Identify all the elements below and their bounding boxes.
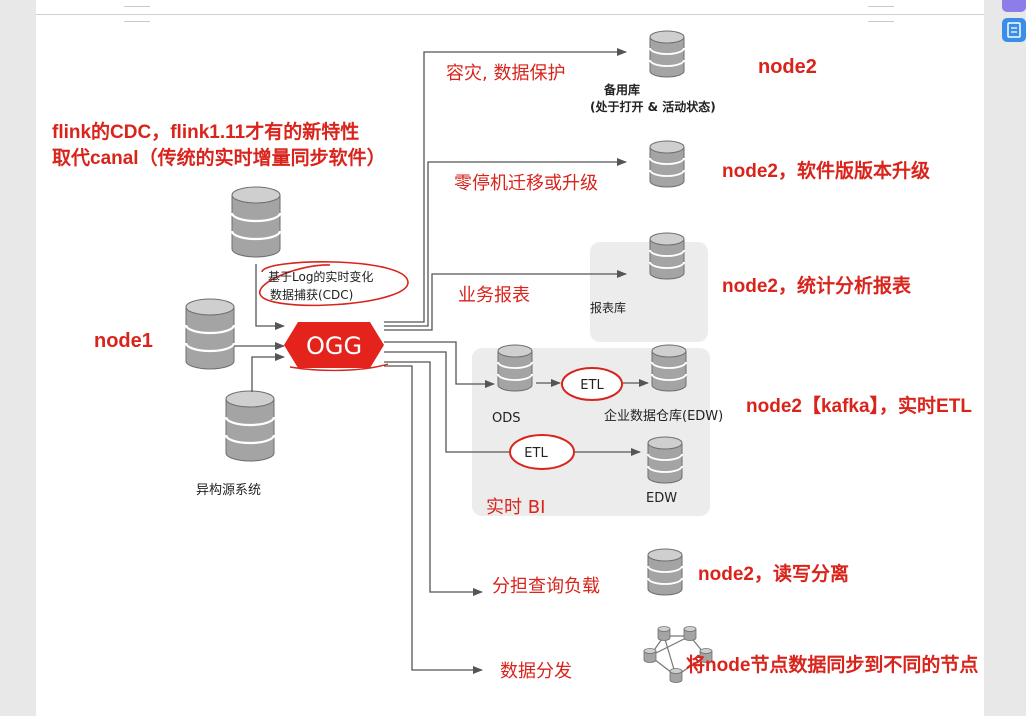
source-db-cdc [230, 185, 282, 259]
cdc-label-line2: 数据捕获(CDC) [270, 288, 354, 302]
backup-db-label-line2: (处于打开 & 活动状态) [590, 100, 716, 114]
page-top-border [36, 14, 984, 15]
source-db-hetero [224, 389, 276, 463]
edw-label: EDW [646, 491, 678, 506]
use-migrate-label: 零停机迁移或升级 [454, 173, 598, 194]
hetero-source-label: 异构源系统 [196, 483, 262, 498]
note-rw-node: node2，读写分离 [698, 564, 849, 585]
ogg-label: OGG [306, 332, 362, 360]
report-panel [590, 242, 708, 342]
connector-query [384, 361, 483, 596]
connector-dist [384, 365, 483, 674]
edw-warehouse-label: 企业数据仓库(EDW) [604, 409, 724, 424]
side-translate-button[interactable] [1002, 18, 1026, 42]
translate-icon [1007, 22, 1021, 38]
etl-ellipse-1 [561, 367, 623, 401]
query-db [647, 548, 683, 596]
note-cdc-line1: flink的CDC，flink1.11才有的新特性 [52, 122, 360, 143]
report-db [649, 232, 685, 280]
note-node1: node1 [94, 330, 153, 352]
page-corner-mark-right [868, 6, 894, 22]
note-dist-node: 将node节点数据同步到不同的节点 [686, 655, 979, 676]
backup-db [649, 30, 685, 78]
distribution-cluster-icon [643, 626, 713, 683]
report-db-label: 报表库 [590, 301, 627, 315]
note-cdc-line2: 取代canal（传统的实时增量同步软件） [52, 148, 386, 169]
note-report-node: node2，统计分析报表 [722, 276, 911, 297]
note-upgrade-node: node2，软件版版本升级 [722, 161, 930, 182]
migrate-db [649, 140, 685, 188]
connector-migrate [384, 158, 627, 327]
use-disaster-label: 容灾, 数据保护 [446, 63, 566, 84]
backup-db-label-line1: 备用库 [604, 83, 641, 97]
etl-label-2: ETL [524, 446, 548, 461]
note-backup-node: node2 [758, 56, 817, 78]
cdc-annotation-circle [259, 261, 409, 307]
ods-db [497, 344, 533, 392]
use-report-label: 业务报表 [458, 285, 530, 306]
connector-disaster [384, 48, 627, 323]
connector-cdc-ogg [255, 264, 285, 330]
cdc-label-line1: 基于Log的实时变化 [268, 270, 374, 284]
use-bi-label: 实时 BI [486, 497, 546, 518]
source-db-node1 [184, 297, 236, 371]
ods-label: ODS [492, 411, 521, 426]
connector-ods [384, 341, 495, 388]
etl-label-1: ETL [580, 378, 604, 393]
etl-ellipse-2 [509, 434, 575, 470]
side-tool-button[interactable] [1002, 0, 1026, 12]
connector-hetero-ogg [251, 353, 285, 392]
edw-db [647, 436, 683, 484]
use-query-label: 分担查询负载 [492, 576, 600, 597]
connector-report [384, 270, 627, 331]
ogg-underline [289, 363, 389, 372]
page-corner-mark-left [124, 6, 150, 22]
ogg-node [284, 322, 384, 368]
edw-warehouse-db [651, 344, 687, 392]
use-dist-label: 数据分发 [500, 661, 572, 682]
note-etl-node: node2【kafka】，实时ETL [746, 396, 972, 417]
